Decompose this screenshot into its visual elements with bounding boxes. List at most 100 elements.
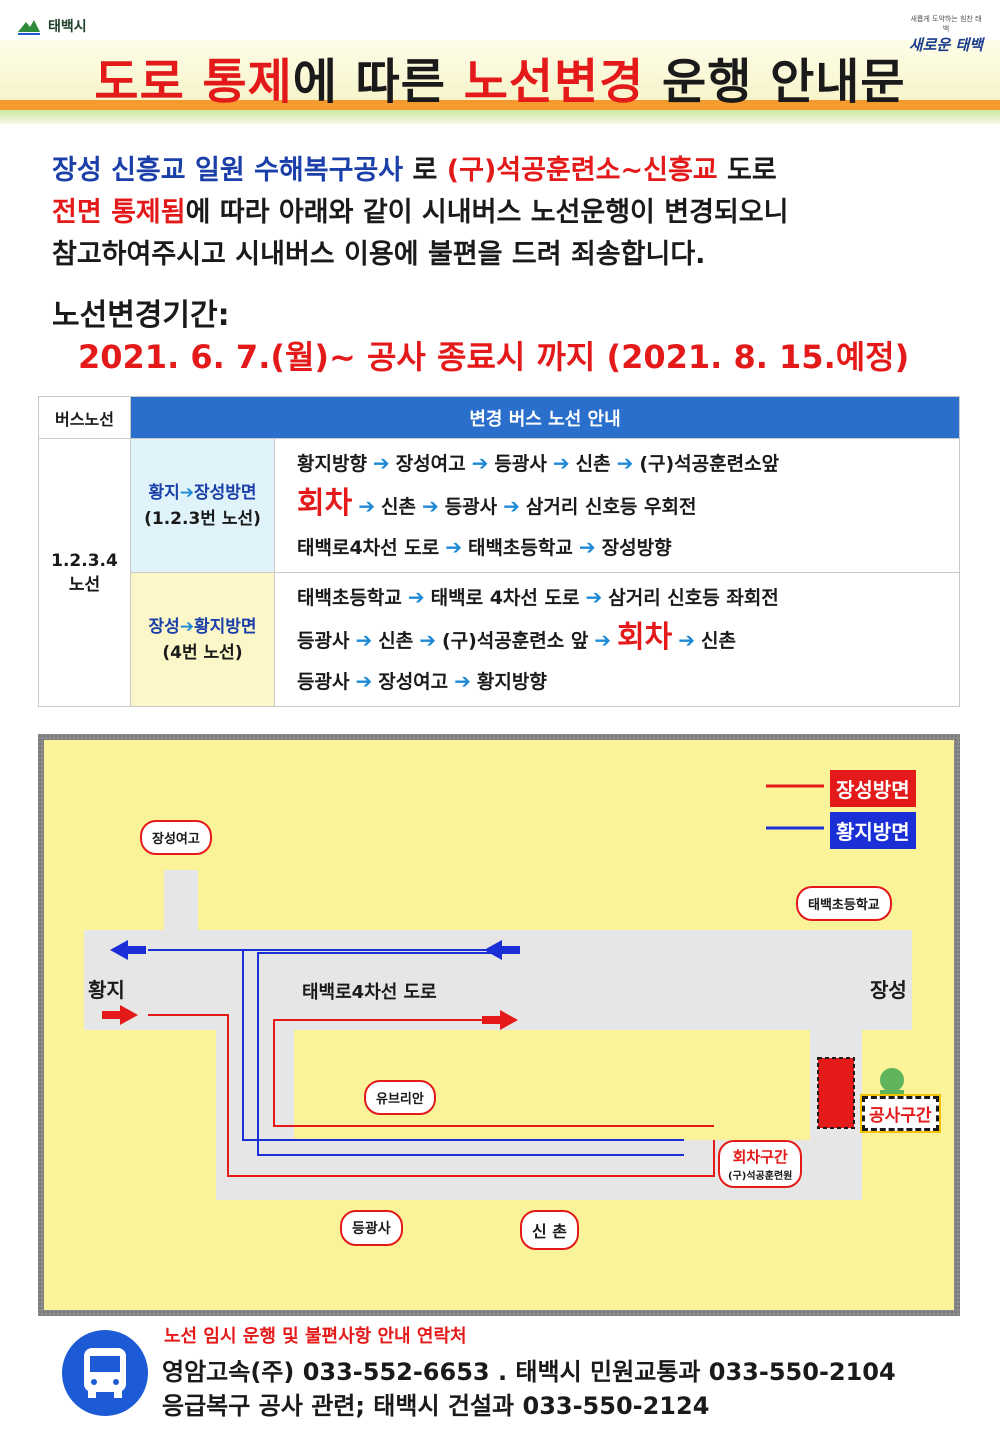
route-steps-b: 태백초등학교➔태백로 4차선 도로➔삼거리 신호등 좌회전 등광사➔신촌➔(구)…	[274, 572, 960, 707]
stop: 삼거리 신호등 우회전	[525, 496, 697, 518]
road-name-label: 태백로4차선 도로	[302, 982, 437, 1003]
dir-a-to: 장성방면	[193, 482, 257, 503]
arrow-right-icon: ➔	[552, 451, 570, 475]
notice-line1-blue: 장성 신흥교 일원 수해복구공사	[52, 155, 404, 186]
bus-icon	[62, 1330, 148, 1416]
table-header-row: 버스노선 변경 버스 노선 안내	[38, 396, 960, 439]
route-map-drawing	[84, 784, 912, 1200]
steps-b-line3: 등광사➔장성여고➔황지방향	[297, 661, 959, 702]
arrow-right-icon: ➔	[421, 494, 439, 518]
steps-a-line2: 회차➔신촌➔등광사➔삼거리 신호등 우회전	[297, 484, 959, 527]
notice-text: 장성 신흥교 일원 수해복구공사 로 (구)석공훈련소~신흥교 도로 전면 통제…	[52, 150, 972, 276]
contact-line2: 응급복구 공사 관련; 태백시 건설과 033-550-2124	[162, 1392, 710, 1420]
notice-line1: 장성 신흥교 일원 수해복구공사 로 (구)석공훈련소~신흥교 도로	[52, 150, 972, 192]
blue-route	[148, 949, 684, 1156]
arrow-right-icon: ➔	[678, 628, 696, 652]
direction-cell-b: 장성➔황지방면 (4번 노선)	[130, 572, 275, 707]
stop: 삼거리 신호등 좌회전	[608, 587, 779, 609]
header: 태백시 새롭게 도약하는 힘찬 태백 새로운 태백 도로 통제에 따른 노선변경…	[0, 0, 1000, 124]
place-sinchon: 신 촌	[520, 1210, 580, 1250]
arrow-right-icon: ➔	[616, 451, 634, 475]
period-label: 노선변경기간:	[52, 298, 230, 333]
arrow-right-icon	[482, 1010, 518, 1030]
notice-line1-mid: 로	[403, 155, 447, 186]
arrow-right-icon: ➔	[407, 585, 425, 609]
header-stripe	[0, 100, 1000, 110]
title-part1: 도로 통제	[94, 54, 293, 110]
uturn-label: 회차	[297, 486, 353, 521]
legend-red-label: 장성방면	[830, 770, 916, 807]
route-number-line2: 노선	[68, 574, 101, 595]
legend-blue-label: 황지방면	[830, 812, 916, 849]
route-number-cell: 1.2.3.4 노선	[38, 438, 131, 707]
stop: (구)석공훈련소 앞	[441, 630, 589, 652]
col-header-route: 버스노선	[38, 396, 131, 439]
steps-a-line1: 황지방향➔장성여고➔등광사➔신촌➔(구)석공훈련소앞	[297, 443, 959, 484]
bus-icon-graphic	[84, 1348, 126, 1398]
period-value: 2021. 6. 7.(월)~ 공사 종료시 까지 (2021. 8. 15.예…	[78, 338, 910, 376]
notice-line3: 참고하여주시고 시내버스 이용에 불편을 드려 죄송합니다.	[52, 239, 706, 270]
contact-line1: 영암고속(주) 033-552-6653 . 태백시 민원교통과 033-550…	[162, 1358, 896, 1386]
place-deunggwangsa: 등광사	[340, 1210, 403, 1246]
steps-b-line1: 태백초등학교➔태백로 4차선 도로➔삼거리 신호등 좌회전	[297, 577, 959, 618]
arrow-right-icon: ➔	[355, 628, 373, 652]
notice-line2: 전면 통제됨에 따라 아래와 같이 시내버스 노선운행이 변경되오니	[52, 192, 972, 234]
city-name: 태백시	[48, 19, 87, 35]
stop: 황지방향	[476, 671, 547, 693]
arrow-right-icon: ➔	[445, 535, 462, 559]
arrow-right-icon: ➔	[372, 451, 390, 475]
city-logo: 태백시	[16, 16, 87, 36]
stop: 태백초등학교	[467, 537, 573, 559]
arrow-right-icon: ➔	[471, 451, 489, 475]
stop: 태백초등학교	[297, 587, 402, 609]
stop: 등광사	[297, 630, 350, 652]
header-band	[0, 40, 1000, 110]
steps-b-line2: 등광사➔신촌➔(구)석공훈련소 앞➔회차➔신촌	[297, 618, 959, 661]
dir-a-sub: (1.2.3번 노선)	[144, 508, 261, 529]
arrow-right-icon: ➔	[578, 535, 596, 559]
stop: 신촌	[575, 453, 611, 475]
map-label-west: 황지	[88, 978, 125, 1002]
arrow-right-icon: ➔	[594, 628, 612, 652]
dir-a-from: 황지	[148, 482, 180, 503]
slogan-text: 새로운 태백	[908, 36, 984, 54]
route-table: 버스노선 변경 버스 노선 안내 1.2.3.4 노선 황지➔장성방면 (1.2…	[38, 396, 960, 707]
table-row: 1.2.3.4 노선 황지➔장성방면 (1.2.3번 노선) 황지방향➔장성여고…	[38, 438, 960, 707]
stop: 신촌	[380, 496, 416, 518]
turn-zone-sub: (구)석공훈련원	[728, 1171, 793, 1182]
steps-a-line3: 태백로4차선 도로➔태백초등학교➔장성방향	[297, 527, 959, 568]
stop: 장성여고	[395, 453, 466, 475]
turn-zone-label: 회차구간 (구)석공훈련원	[718, 1140, 803, 1188]
stop: 태백로4차선 도로	[297, 537, 440, 559]
table-row: 장성➔황지방면 (4번 노선) 태백초등학교➔태백로 4차선 도로➔삼거리 신호…	[39, 572, 960, 707]
arrow-right-icon: ➔	[355, 669, 373, 693]
worker-icon	[880, 1068, 904, 1092]
place-ubrian: 유브리안	[364, 1080, 436, 1115]
stop: 장성여고	[378, 671, 449, 693]
arrow-right-icon: ➔	[585, 585, 603, 609]
place-elementary: 태백초등학교	[796, 886, 892, 921]
notice-line2-rest: 에 따라 아래와 같이 시내버스 노선운행이 변경되오니	[185, 197, 789, 228]
red-arrows	[102, 1005, 518, 1030]
stop: (구)석공훈련소앞	[639, 453, 780, 475]
arrow-right-icon: ➔	[454, 669, 471, 693]
arrow-right-icon	[102, 1005, 138, 1025]
slogan-logo: 새롭게 도약하는 힘찬 태백 새로운 태백	[908, 14, 984, 54]
arrow-right-icon: ➔	[419, 628, 436, 652]
notice-line1-red: (구)석공훈련소~신흥교	[446, 155, 718, 186]
arrow-right-icon: ➔	[179, 616, 194, 637]
arrow-right-icon: ➔	[358, 494, 375, 518]
title-part3: 노선변경	[463, 54, 645, 110]
title-part2: 에 따른	[292, 54, 464, 110]
stop: 등광사	[494, 453, 547, 475]
dir-b-from: 장성	[148, 616, 180, 637]
slogan-small: 새롭게 도약하는 힘찬 태백	[910, 15, 982, 33]
arrow-right-icon: ➔	[179, 482, 194, 503]
stop: 등광사	[297, 671, 350, 693]
route-number-line1: 1.2.3.4	[51, 550, 118, 571]
route-steps-a: 황지방향➔장성여고➔등광사➔신촌➔(구)석공훈련소앞 회차➔신촌➔등광사➔삼거리…	[274, 438, 960, 573]
col-header-guide: 변경 버스 노선 안내	[130, 396, 960, 439]
stop: 신촌	[378, 630, 414, 652]
header-stripe-green	[0, 110, 1000, 124]
title-part4: 운행 안내문	[644, 54, 906, 110]
